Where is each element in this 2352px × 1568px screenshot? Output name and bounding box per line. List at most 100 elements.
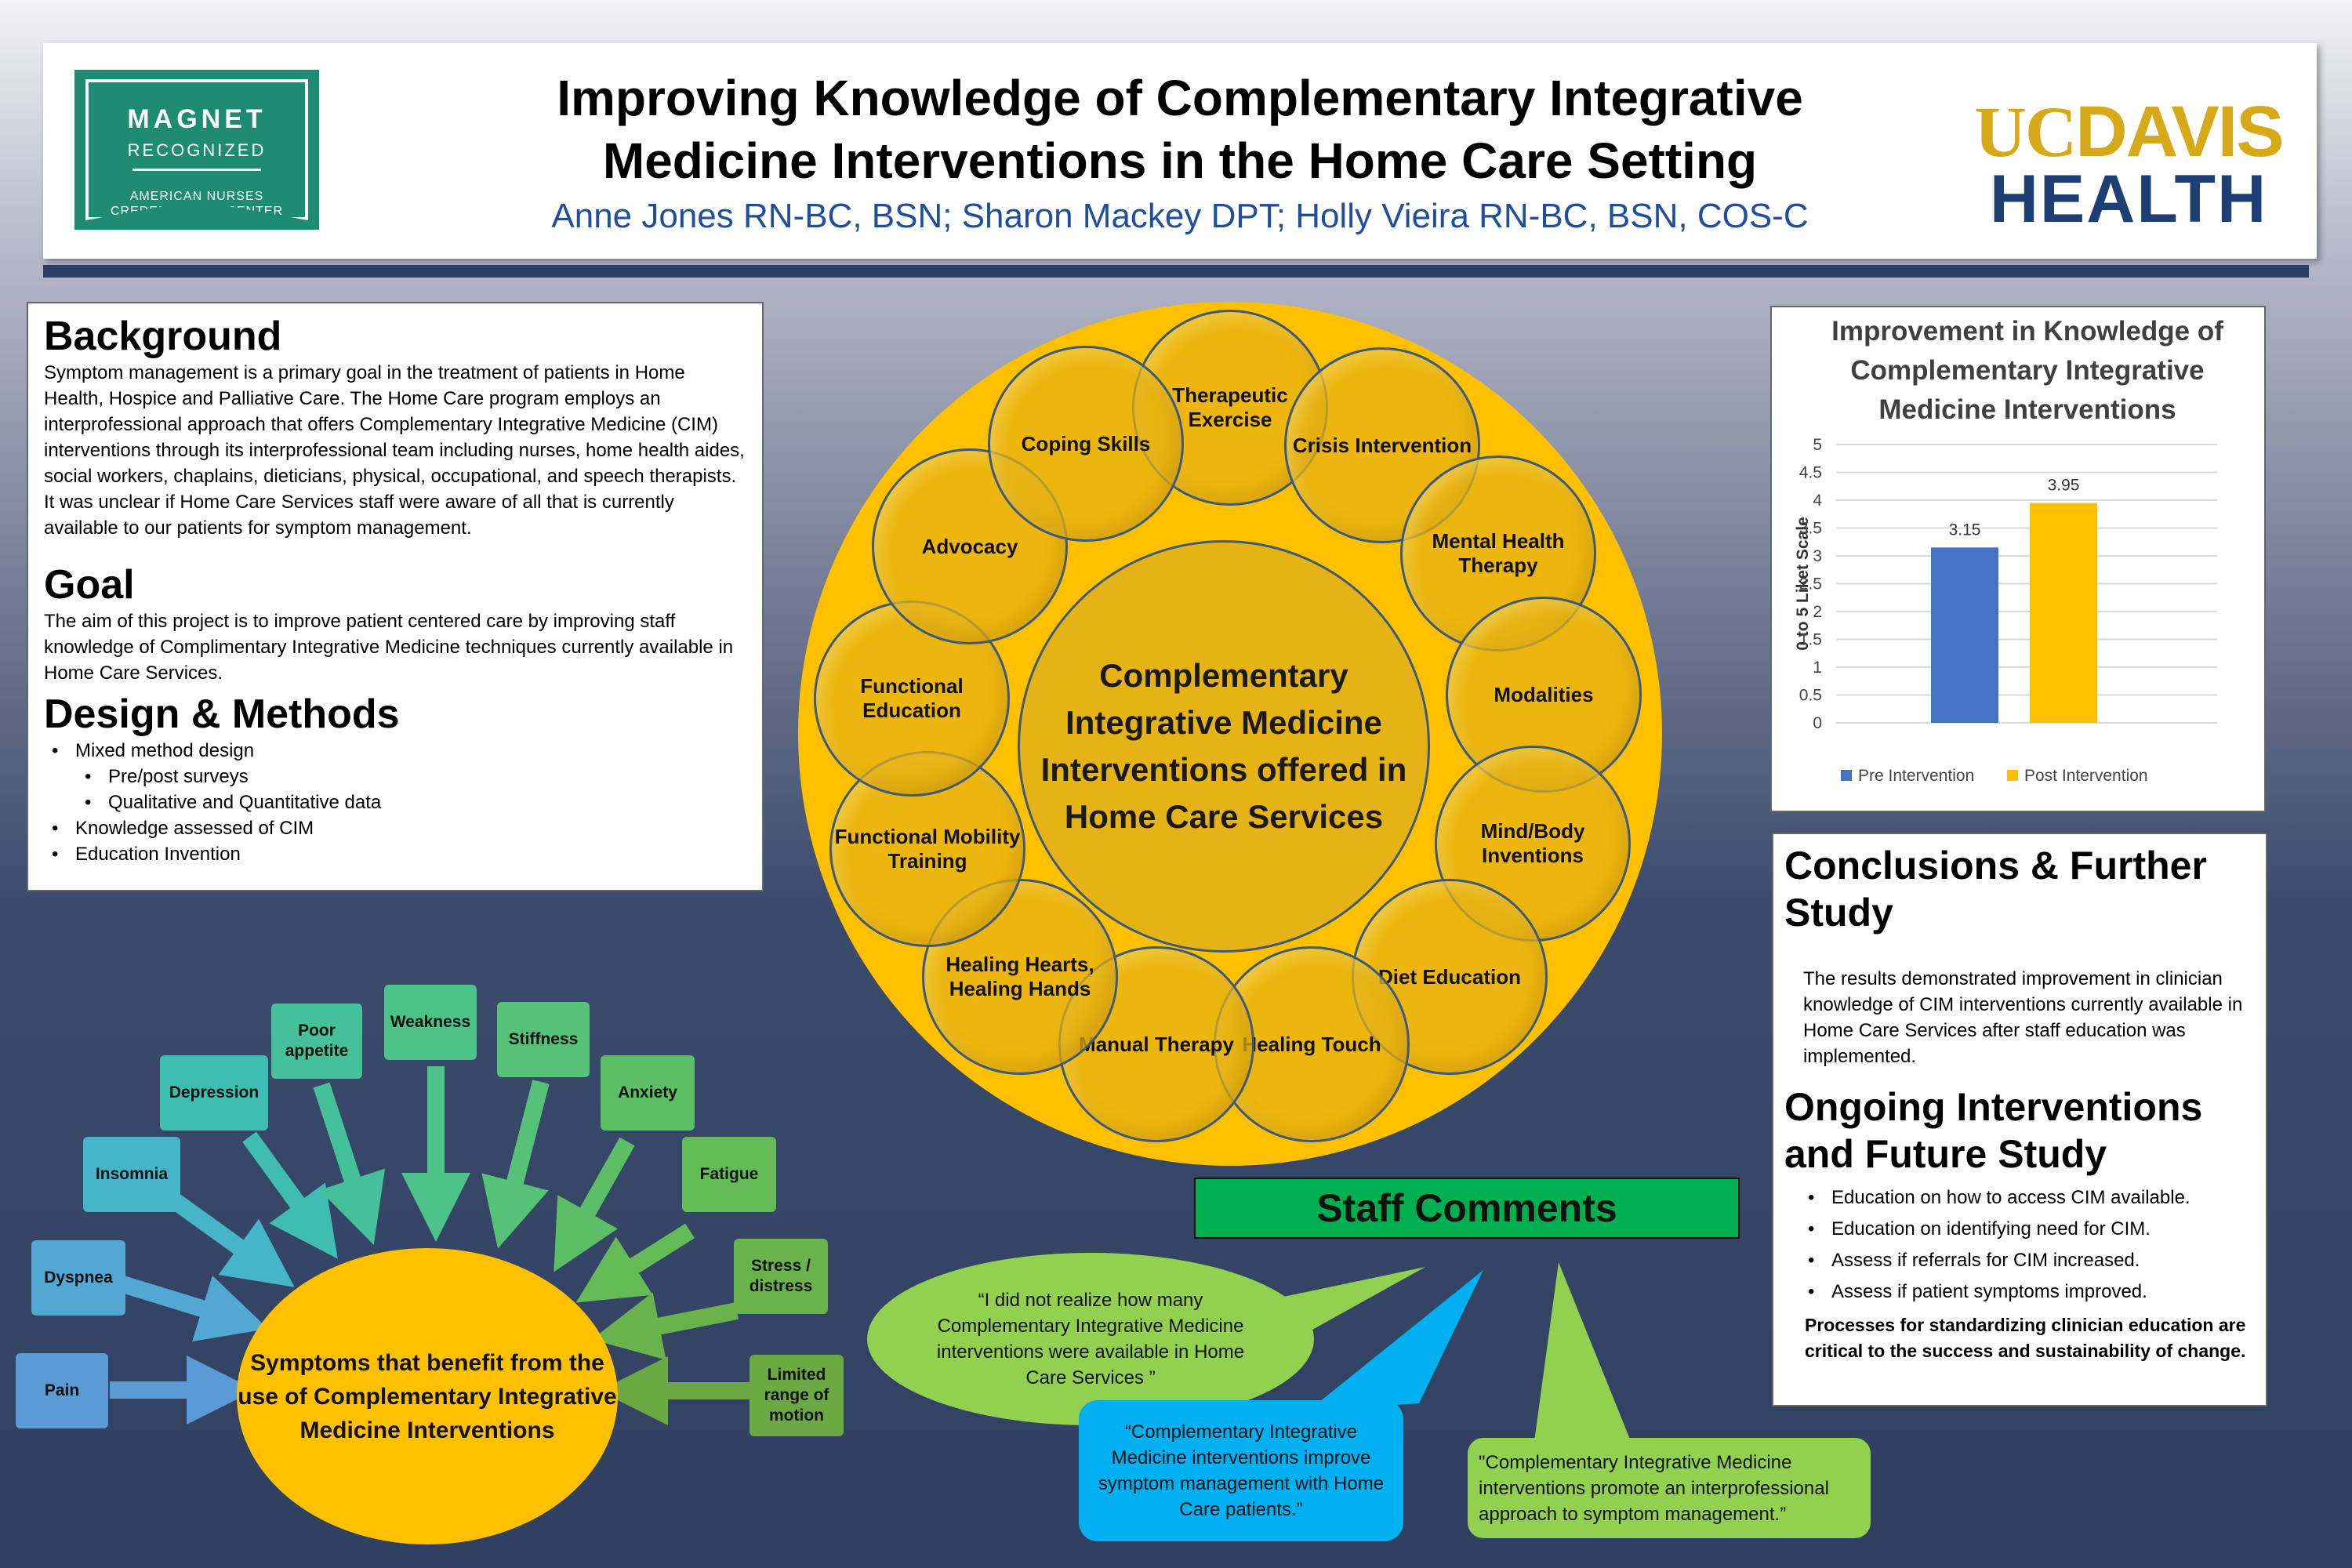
chart-legend: Pre Intervention Post Intervention bbox=[1841, 767, 2148, 785]
chart-bars: 3.15 3.95 bbox=[1931, 477, 2097, 723]
y-tick-label: 2 bbox=[1813, 603, 1822, 621]
goal-text: The aim of this project is to improve pa… bbox=[44, 611, 734, 684]
ongoing-list: Education on how to access CIM available… bbox=[1800, 1182, 2255, 1308]
bar-chart: Improvement in Knowledge of Complementary… bbox=[1794, 316, 2223, 785]
laurel-icon bbox=[132, 169, 261, 171]
logo-health: HEALTH bbox=[1989, 162, 2268, 237]
chart-title-line: Medicine Interventions bbox=[1878, 394, 2176, 425]
header-divider bbox=[43, 265, 2309, 278]
data-label: 3.15 bbox=[1949, 521, 1981, 539]
y-tick-label: 3 bbox=[1813, 547, 1822, 565]
list-item: Pre/post surveys bbox=[44, 764, 746, 789]
magnet-org-line2: CREDENTIALING CENTER bbox=[110, 205, 284, 218]
chart-title: Improvement in Knowledge of Complementary… bbox=[1831, 316, 2223, 425]
magnet-org-line1: AMERICAN NURSES bbox=[129, 190, 264, 203]
conclusions-text: The results demonstrated improvement in … bbox=[1803, 968, 2243, 1067]
y-ticks: 0 0.5 1 1.5 2 2.5 3 3.5 4 4.5 5 bbox=[1799, 436, 1823, 732]
title-line-1: Improving Knowledge of Complementary Int… bbox=[557, 70, 1803, 126]
chart-bar bbox=[1931, 547, 1998, 723]
arrow bbox=[242, 1131, 338, 1259]
symptom-box: Fatigue bbox=[682, 1137, 776, 1212]
background-text: Symptom management is a primary goal in … bbox=[44, 362, 745, 539]
ongoing-heading: Ongoing Interventions and Future Study bbox=[1784, 1085, 2203, 1176]
symptom-box: Depression bbox=[160, 1055, 268, 1131]
poster-title: Improving Knowledge of Complementary Int… bbox=[357, 67, 2003, 192]
legend-swatch bbox=[2007, 770, 2018, 781]
symptom-box: Dyspnea bbox=[31, 1240, 125, 1316]
y-tick-label: 2.5 bbox=[1799, 575, 1822, 593]
symptom-box: Weakness bbox=[384, 985, 477, 1060]
chart-bar bbox=[2030, 503, 2097, 723]
y-tick-label: 0 bbox=[1813, 714, 1822, 732]
comment-bubble: “I did not realize how many Complementar… bbox=[867, 1253, 1314, 1425]
list-item: Assess if referrals for CIM increased. bbox=[1800, 1245, 2255, 1276]
symptom-box: Insomnia bbox=[83, 1137, 180, 1212]
design-heading: Design & Methods bbox=[44, 691, 400, 737]
cim-center: Complementary Integrative Medicine Inter… bbox=[1018, 540, 1430, 953]
staff-comments-heading: Staff Comments bbox=[1194, 1178, 1740, 1239]
authors: Anne Jones RN-BC, BSN; Sharon Mackey DPT… bbox=[551, 197, 1809, 235]
arrow bbox=[591, 1292, 739, 1360]
symptom-box: Stiffness bbox=[497, 1002, 590, 1077]
y-tick-label: 5 bbox=[1813, 436, 1822, 454]
magnet-subtitle: RECOGNIZED bbox=[127, 140, 267, 160]
y-tick-label: 4.5 bbox=[1799, 464, 1822, 482]
list-item: Education Invention bbox=[44, 841, 746, 867]
symptom-arrows bbox=[110, 1066, 751, 1425]
list-item: Mixed method design bbox=[44, 738, 746, 764]
list-item: Education on how to access CIM available… bbox=[1800, 1182, 2255, 1214]
header-banner: MAGNET RECOGNIZED AMERICAN NURSES CREDEN… bbox=[43, 43, 2317, 259]
y-tick-label: 0.5 bbox=[1799, 687, 1822, 705]
callout-tail-2 bbox=[1308, 1270, 1483, 1411]
symptom-box: Stress / distress bbox=[734, 1239, 828, 1314]
logo-uc: UC bbox=[1974, 92, 2077, 172]
y-tick-label: 1 bbox=[1813, 659, 1822, 677]
magnet-title: MAGNET bbox=[127, 104, 267, 134]
cim-petal: Coping Skills bbox=[988, 346, 1184, 542]
symptom-box: Poor appetite bbox=[271, 1004, 362, 1079]
conclusions-bold: Processes for standardizing clinician ed… bbox=[1805, 1315, 2246, 1361]
y-axis-label: 0 to 5 Liket Scale bbox=[1794, 517, 1812, 650]
chart-panel: Improvement in Knowledge of Complementary… bbox=[1770, 306, 2266, 812]
arrow bbox=[163, 1189, 295, 1287]
arrow bbox=[313, 1082, 386, 1245]
goal-heading: Goal bbox=[44, 562, 135, 608]
y-tick-label: 4 bbox=[1813, 492, 1822, 510]
legend-label: Post Intervention bbox=[2024, 767, 2148, 785]
callout-tail-3 bbox=[1534, 1262, 1634, 1449]
design-list: Mixed method design Pre/post surveys Qua… bbox=[44, 738, 746, 867]
legend-swatch bbox=[1841, 770, 1852, 781]
symptoms-center: Symptoms that benefit from the use of Co… bbox=[237, 1248, 618, 1544]
y-tick-label: 3.5 bbox=[1799, 520, 1822, 538]
chart-grid bbox=[1836, 444, 2217, 724]
chart-title-line: Complementary Integrative bbox=[1850, 355, 2204, 386]
list-item: Qualitative and Quantitative data bbox=[44, 789, 746, 815]
arrow bbox=[575, 1223, 695, 1303]
symptom-box: Pain bbox=[16, 1353, 108, 1428]
list-item: Assess if patient symptoms improved. bbox=[1800, 1276, 2255, 1308]
symptom-box: Anxiety bbox=[601, 1055, 695, 1131]
arrow bbox=[554, 1137, 635, 1272]
data-label: 3.95 bbox=[2048, 477, 2080, 495]
ucdavis-logo: UCDAVIS bbox=[1940, 90, 2317, 173]
list-item: Education on identifying need for CIM. bbox=[1800, 1214, 2255, 1245]
logo-davis: DAVIS bbox=[2075, 92, 2284, 172]
cim-petal: Crisis Intervention bbox=[1284, 347, 1480, 543]
magnet-logo: MAGNET RECOGNIZED AMERICAN NURSES CREDEN… bbox=[74, 70, 319, 230]
chart-title-line: Improvement in Knowledge of bbox=[1831, 316, 2223, 347]
symptom-box: Limited range of motion bbox=[750, 1355, 844, 1436]
y-tick-label: 1.5 bbox=[1799, 631, 1822, 649]
list-item: Knowledge assessed of CIM bbox=[44, 815, 746, 841]
conclusions-heading: Conclusions & Further Study bbox=[1784, 844, 2207, 935]
arrow bbox=[114, 1274, 269, 1342]
cim-diagram: Therapeutic Exercise Crisis Intervention… bbox=[798, 302, 1662, 1166]
background-panel: Background Symptom management is a prima… bbox=[27, 302, 764, 891]
comment-bubble: "Complementary Integrative Medicine inte… bbox=[1468, 1438, 1871, 1538]
conclusions-panel: Conclusions & Further Study The results … bbox=[1772, 833, 2267, 1406]
legend-label: Pre Intervention bbox=[1858, 767, 1974, 785]
background-heading: Background bbox=[44, 314, 282, 359]
magnet-org: AMERICAN NURSES CREDENTIALING CENTER bbox=[89, 189, 305, 219]
comment-bubble: “Complementary Integrative Medicine inte… bbox=[1079, 1400, 1403, 1541]
title-line-2: Medicine Interventions in the Home Care … bbox=[602, 132, 1758, 189]
arrow bbox=[481, 1080, 550, 1249]
